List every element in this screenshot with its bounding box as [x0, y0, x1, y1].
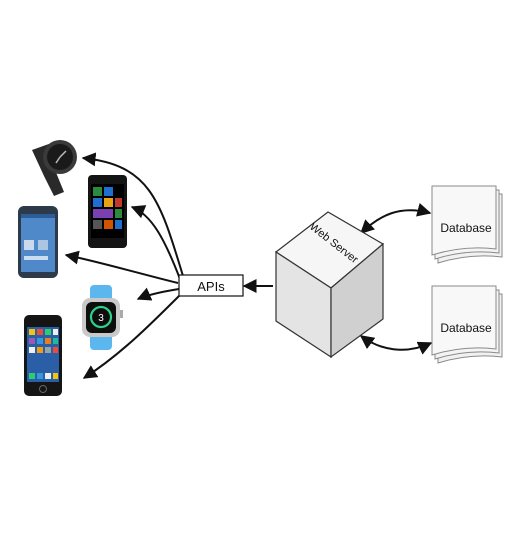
paper-sheet-front [431, 185, 497, 256]
connector-arrows [64, 152, 433, 379]
android-phone-icon [18, 206, 58, 278]
database-stack-2: Database [431, 285, 503, 364]
database-label-2: Database [440, 321, 492, 335]
arrow-apis-to-round-watch [81, 152, 184, 277]
arrow-apis-to-android-phone [64, 250, 179, 284]
arrow-server-database-1 [359, 202, 432, 234]
web-server-cube: Web Server [274, 211, 385, 359]
iphone-icon [24, 315, 62, 396]
smartwatch-round-icon [32, 140, 77, 196]
arrow-server-database-2 [359, 335, 433, 355]
database-stack-1: Database [431, 185, 503, 264]
arrow-apis-to-windows-phone [130, 205, 181, 280]
arrow-apis-to-iphone [82, 293, 182, 379]
windows-phone-icon [88, 175, 127, 248]
database-label-1: Database [440, 221, 492, 235]
paper-sheet-front [431, 285, 497, 356]
arrow-apis-to-apple-watch [136, 287, 180, 301]
apis-label: APIs [197, 279, 225, 294]
apis-box: APIs [178, 274, 244, 297]
cube-side-face [330, 242, 384, 359]
apple-watch-icon: 3 [82, 285, 123, 350]
watch-face-value: 3 [98, 313, 104, 324]
